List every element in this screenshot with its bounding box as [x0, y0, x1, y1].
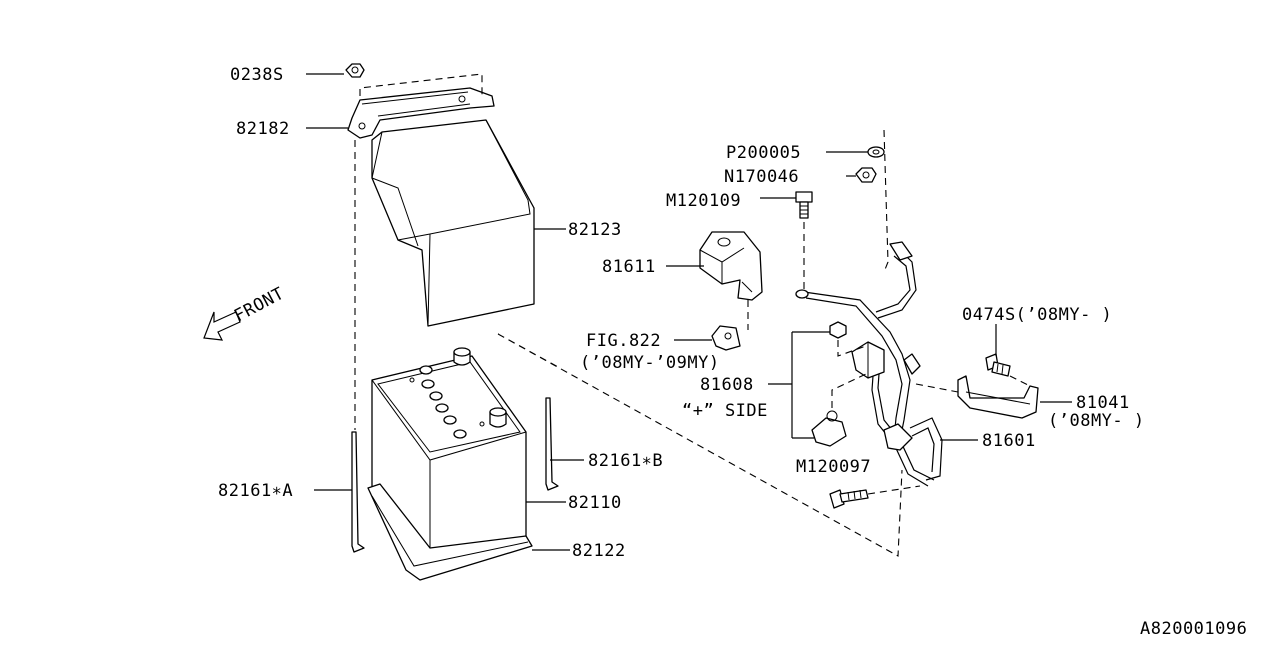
battery-cell-caps — [409, 365, 485, 439]
upper-dashed-guide — [883, 129, 889, 273]
label-fig822-note: (’08MY-’09MY) — [580, 353, 720, 373]
label-82182: 82182 — [236, 119, 290, 139]
label-82123: 82123 — [568, 220, 622, 240]
label-m120109: M120109 — [666, 191, 741, 211]
hold-down-rod-82161a — [351, 140, 365, 553]
label-82161a: 82161∗A — [218, 481, 293, 501]
terminal-clip-fig822 — [711, 325, 741, 351]
bracket-81041 — [915, 375, 1039, 419]
label-fig822: FIG.822 — [586, 331, 661, 351]
hold-down-bracket-82182 — [347, 73, 495, 139]
battery-82110 — [371, 347, 527, 563]
label-plus-side: “+” SIDE — [682, 401, 768, 421]
label-n170046: N170046 — [724, 167, 799, 187]
nut-n170046 — [855, 167, 877, 183]
label-81041-note: (’08MY- ) — [1048, 411, 1145, 431]
label-p200005: P200005 — [726, 143, 801, 163]
label-0474s: 0474S(’08MY- ) — [962, 305, 1112, 325]
front-label: FRONT — [231, 284, 288, 327]
bolt-0474s — [985, 353, 1011, 377]
hold-down-rod-82161b — [545, 397, 559, 491]
label-0238s: 0238S — [230, 65, 284, 85]
label-81611: 81611 — [602, 257, 656, 277]
battery-cable-81601 — [795, 241, 943, 487]
washer-p200005 — [867, 146, 885, 158]
front-arrow — [203, 311, 241, 341]
diagram-id: A820001096 — [1140, 619, 1247, 639]
label-82161b: 82161∗B — [588, 451, 663, 471]
label-m120097: M120097 — [796, 457, 871, 477]
label-81041: 81041 — [1076, 393, 1130, 413]
battery-cover-82123 — [371, 119, 535, 327]
label-82122: 82122 — [572, 541, 626, 561]
leader-lines — [306, 73, 1072, 551]
battery-terminals — [453, 347, 507, 428]
label-81608: 81608 — [700, 375, 754, 395]
terminal-link-dashed — [497, 333, 903, 557]
bolt-m120109 — [795, 191, 813, 290]
label-81601: 81601 — [982, 431, 1036, 451]
label-82110: 82110 — [568, 493, 622, 513]
battery-tray-82122 — [367, 483, 533, 581]
bolt-m120097 — [829, 485, 921, 509]
nut-0238s — [345, 63, 365, 78]
terminal-cover-81611 — [699, 231, 763, 330]
fusible-link-81608 — [811, 321, 885, 447]
